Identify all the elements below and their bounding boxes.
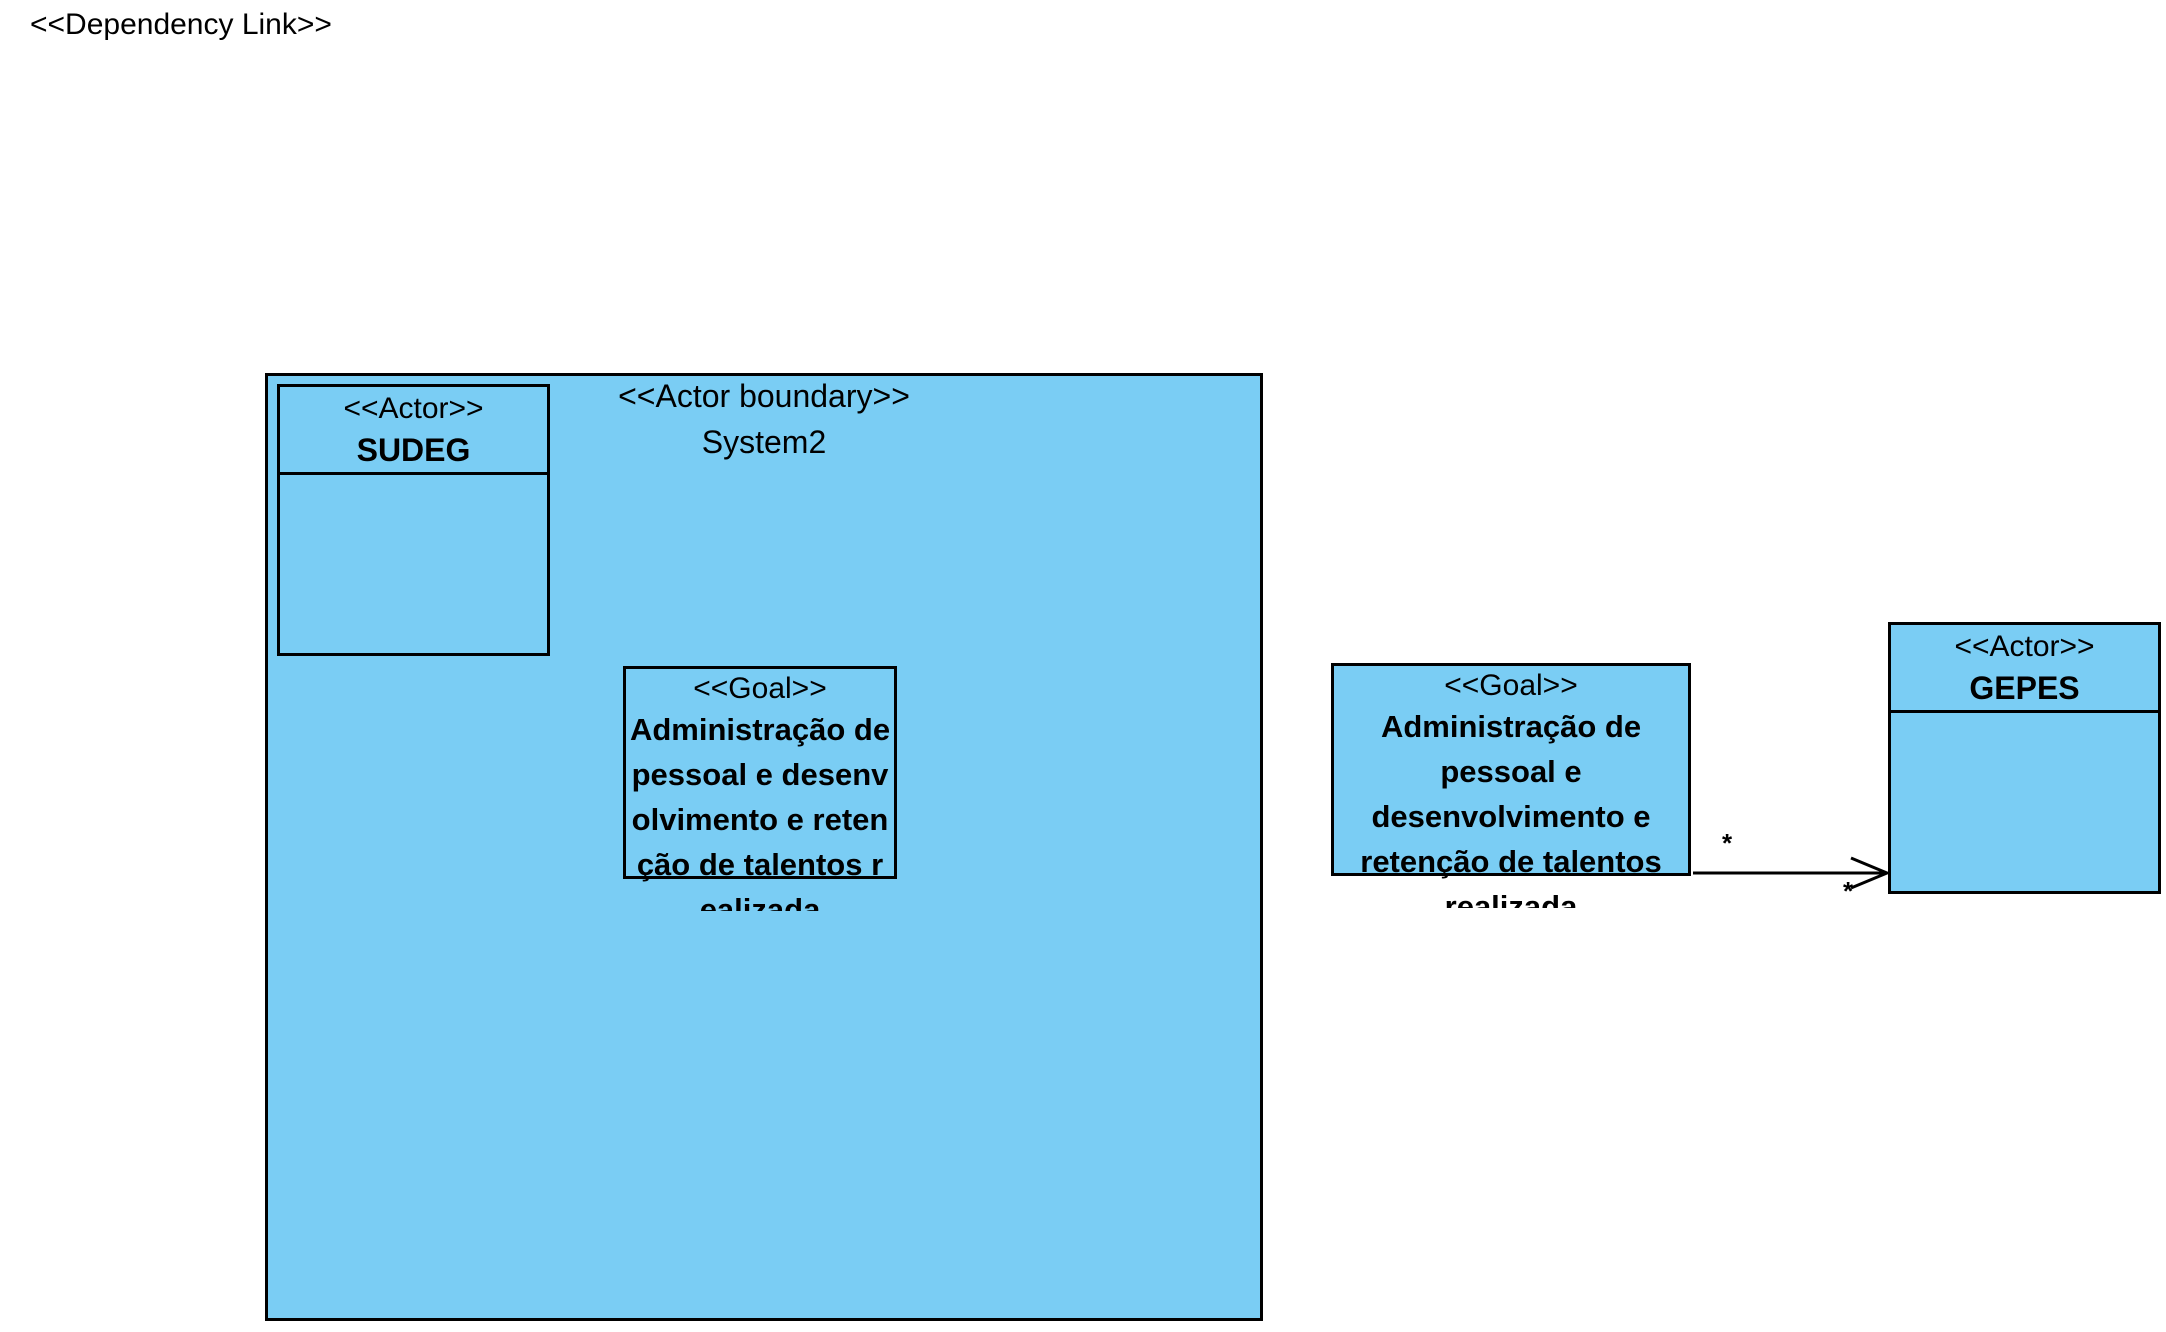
goal-content: <<Goal>> Administração de pessoal e dese… (623, 666, 897, 911)
goal-stereotype: <<Goal>> (1444, 669, 1578, 702)
actor-sudeg[interactable]: <<Actor>> SUDEG (277, 384, 550, 656)
actor-stereotype: <<Actor>> (343, 392, 484, 425)
goal-content: <<Goal>> Administração de pessoal e dese… (1331, 663, 1691, 908)
goal-name: Administração de pessoal e desenvolvimen… (1360, 709, 1662, 908)
actor-header: <<Actor>> GEPES (1891, 625, 2158, 713)
diagram-title: <<Dependency Link>> (30, 8, 332, 41)
goal-box (623, 666, 897, 879)
goal-stereotype: <<Goal>> (693, 672, 827, 705)
actor-name: SUDEG (356, 432, 471, 468)
goal-inner[interactable]: <<Goal>> Administração de pessoal e dese… (623, 666, 897, 911)
target-multiplicity: * (1843, 876, 1854, 906)
open-arrow-icon (1850, 856, 1891, 890)
actor-stereotype: <<Actor>> (1954, 630, 2095, 663)
goal-box (1331, 663, 1691, 876)
actor-name: GEPES (1969, 670, 2080, 706)
goal-outer[interactable]: <<Goal>> Administração de pessoal e dese… (1331, 663, 1691, 908)
source-multiplicity: * (1722, 828, 1733, 858)
actor-header: <<Actor>> SUDEG (280, 387, 547, 475)
actor-gepes[interactable]: <<Actor>> GEPES (1888, 622, 2161, 894)
goal-name: Administração de pessoal e desenvolvimen… (629, 712, 891, 911)
